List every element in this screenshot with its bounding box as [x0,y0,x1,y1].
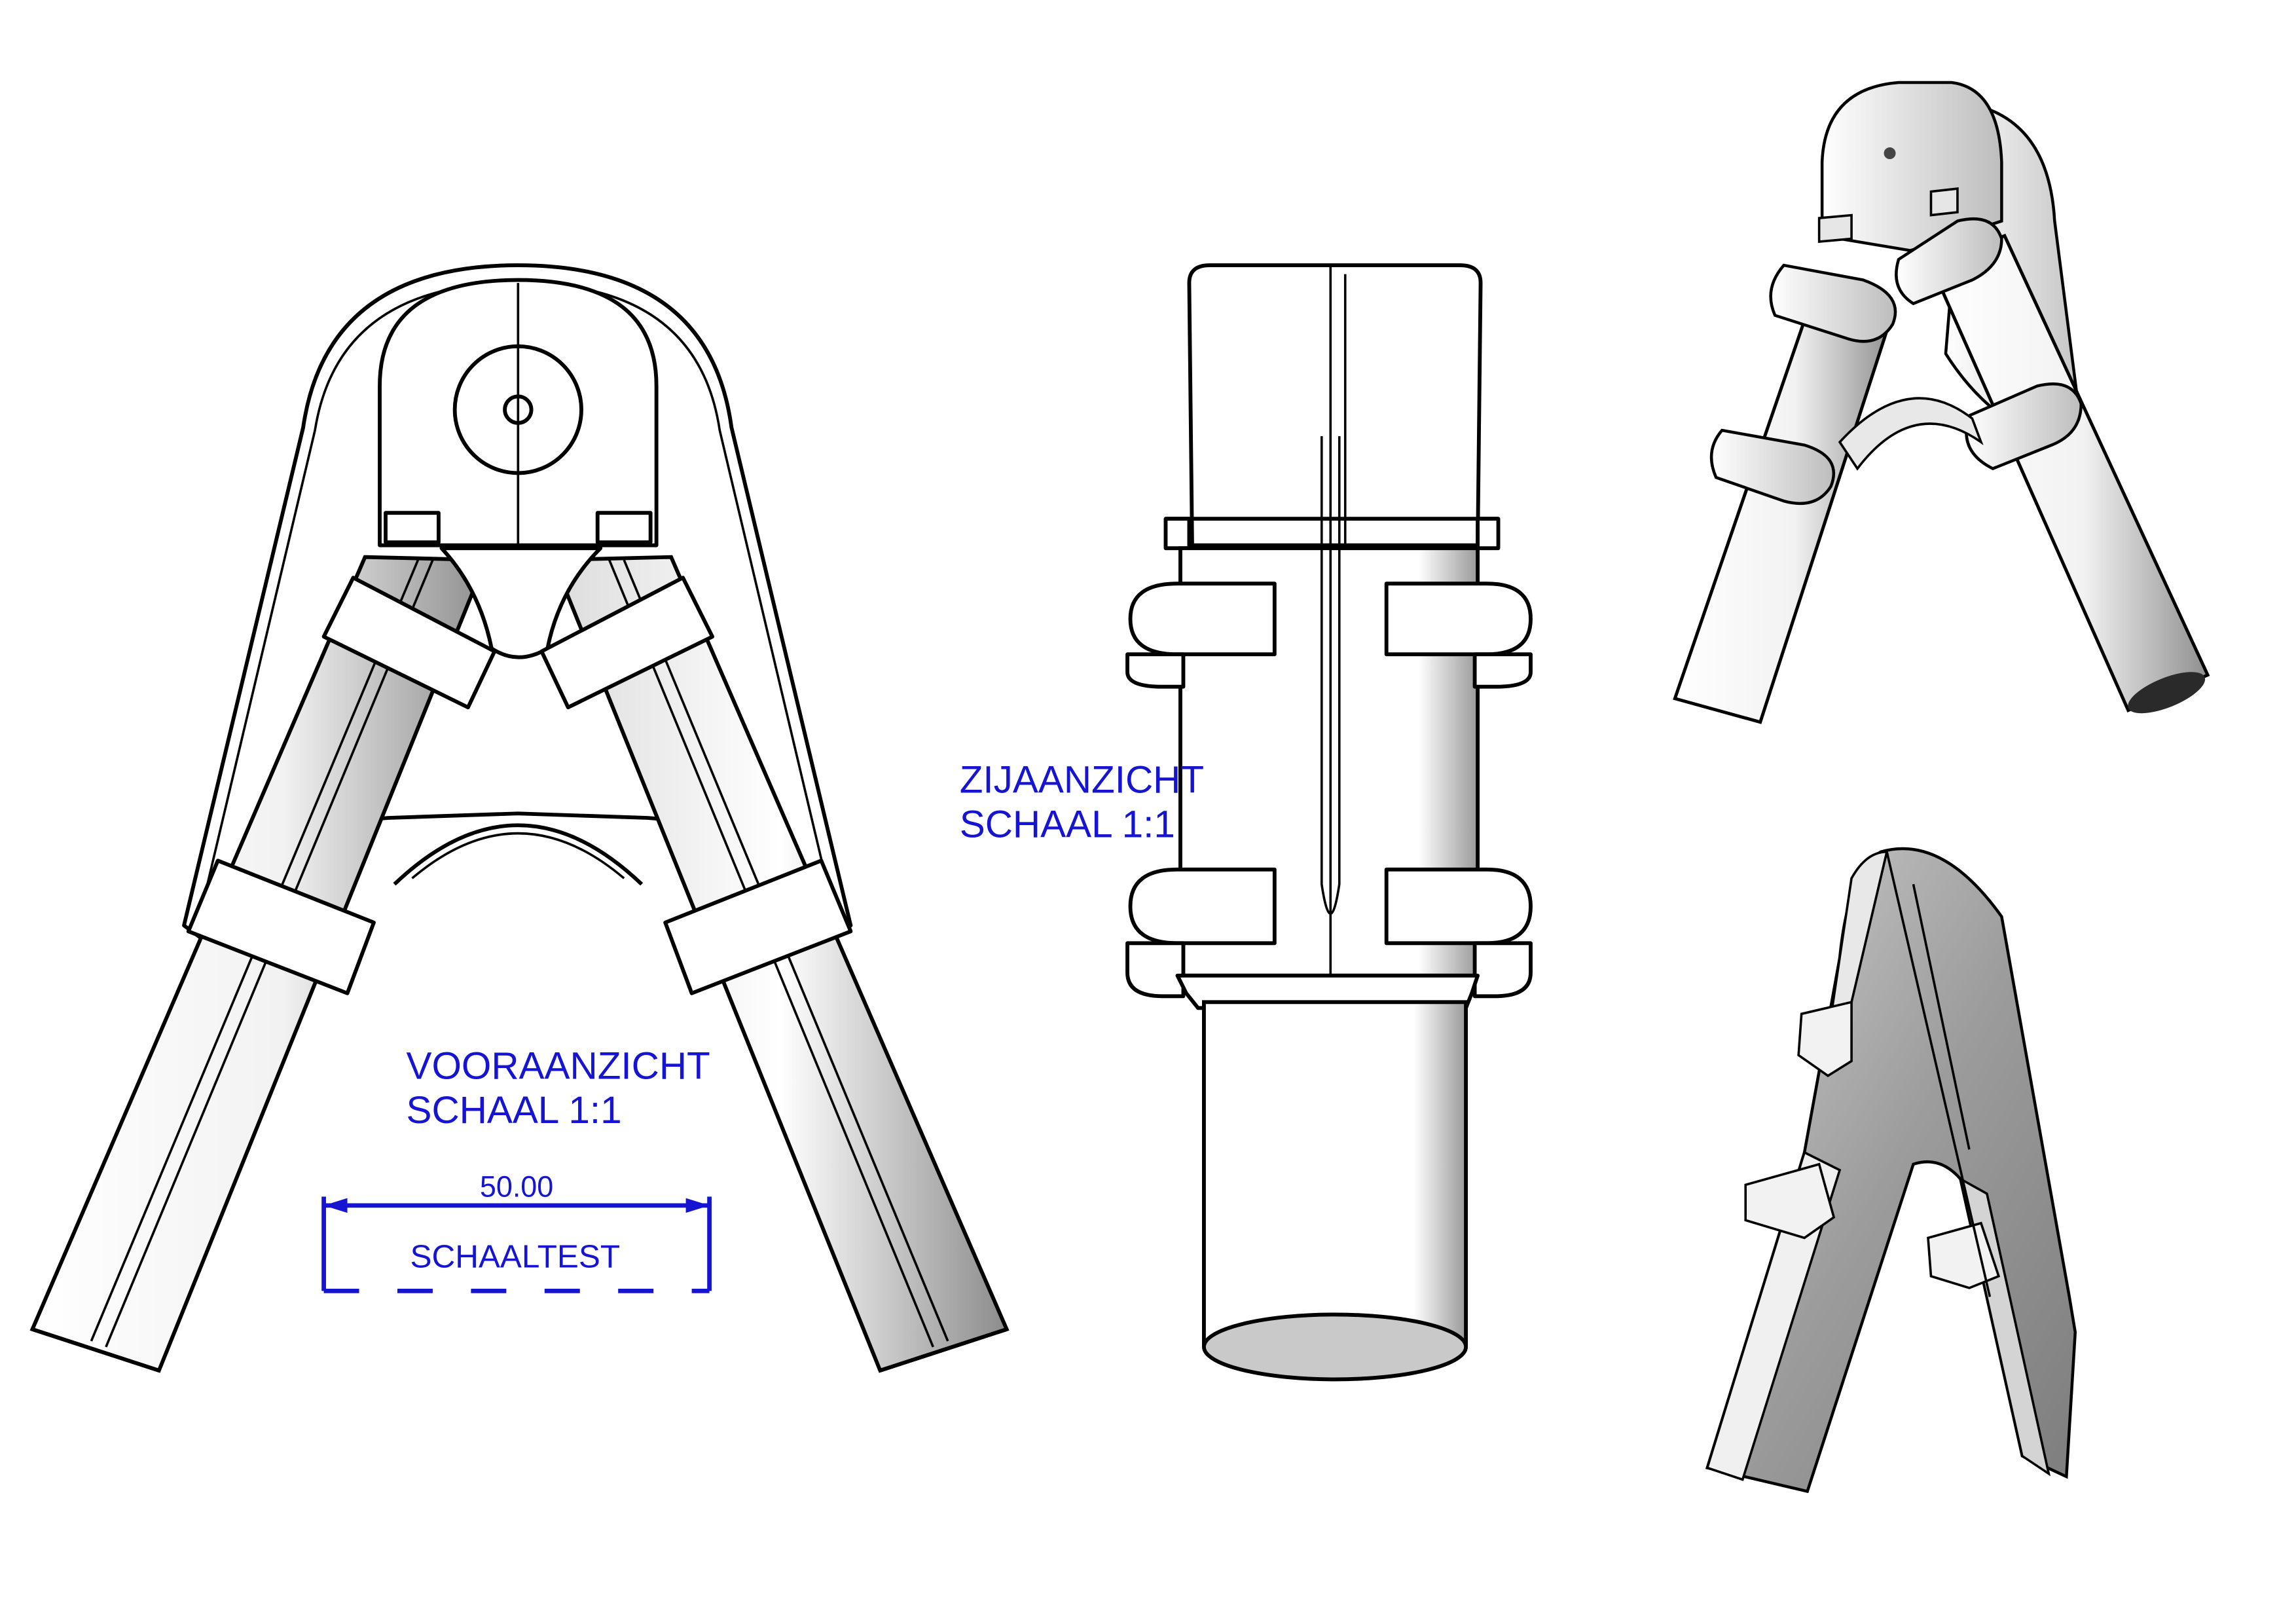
iso2-side-face-top [1829,850,1889,1020]
iso2-edge-a [1886,851,1992,1297]
iso2-edge-b [1912,883,1971,1150]
side-lower-tube [1202,1000,1468,1346]
iso1-crotch [1838,397,1984,471]
side-top-block [1187,263,1483,547]
side-view-scale: SCHAAL 1:1 [960,803,1175,845]
front-head-tab-right [595,511,653,545]
iso2-boss-lower-left [1744,1162,1836,1240]
side-view-title: ZIJAANZICHT [960,759,1204,802]
front-pivot-outer [452,344,583,475]
scale-test: 50.00 SCHAALTEST [321,1170,712,1293]
side-collar-upper-right-lower [1472,652,1533,689]
side-view [1125,263,1533,1382]
side-collar-upper-right [1384,581,1533,657]
front-left-leg-end [31,1327,160,1373]
iso2-boss-upper [1797,1001,1853,1077]
iso1-right-leg [1929,233,2210,712]
front-clamp-upper-left [321,576,497,710]
front-clamp-lower-right [663,858,853,995]
side-lower-tube-end [1202,1312,1468,1382]
side-collar-lower-left [1128,867,1277,946]
front-right-leg-end [879,1327,1008,1373]
side-collar-upper-left-lower [1125,652,1186,689]
front-view [29,263,1010,1373]
front-crotch [439,546,603,659]
side-top-tab-left [1163,517,1192,551]
iso1-boss-upper-left [1769,263,1897,343]
front-arch [393,823,644,886]
scale-test-arrow-left [323,1198,348,1213]
front-arch-inner [411,832,625,879]
side-collar-lower-right-lower [1472,941,1533,999]
scale-test-value: 50.00 [480,1170,553,1203]
side-collar-lower-left-lower [1125,941,1186,999]
front-pivot-hole [503,394,534,425]
iso-view-front [1673,81,2210,724]
front-head-tab-left [384,511,441,545]
scale-test-arrow-right [685,1198,710,1213]
iso1-boss-lower-right [1965,382,2083,471]
iso1-pivot-hole [1884,147,1896,160]
iso-view-back [1705,847,2077,1494]
iso1-boss-upper-right [1895,217,2003,306]
side-collar-upper-left [1128,581,1277,657]
front-view-title: VOORAANZICHT [406,1044,710,1087]
side-top-tab-right [1476,517,1501,551]
front-view-scale: SCHAAL 1:1 [406,1089,621,1132]
iso1-head-tabs [1817,187,1959,244]
iso1-right-leg-end [2128,672,2206,714]
side-collar-lower-right [1384,867,1533,946]
scale-test-label: SCHAALTEST [410,1238,621,1274]
front-clamp-upper-right [539,576,714,710]
iso1-boss-lower-left [1709,428,1835,506]
iso1-left-leg [1673,293,1895,724]
front-clamp-lower-left [186,858,376,995]
